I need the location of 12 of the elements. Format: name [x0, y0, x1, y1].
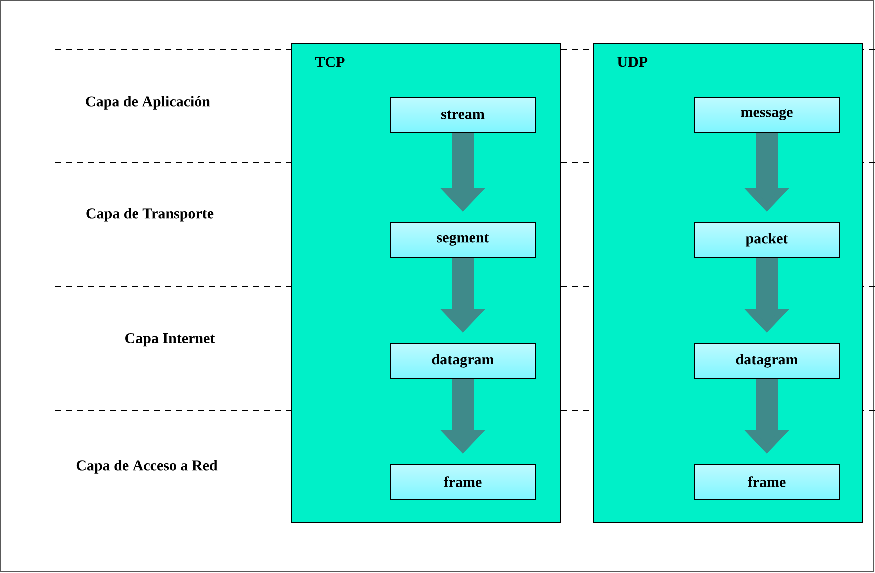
data-unit-box: packet — [694, 222, 840, 258]
layer-label: Capa de Aplicación — [86, 96, 210, 110]
data-unit-box: frame — [390, 464, 536, 500]
data-unit-box: frame — [694, 464, 840, 500]
data-unit-box: segment — [390, 222, 536, 258]
layer-label: Capa de Acceso a Red — [76, 460, 218, 474]
layer-label: Capa Internet — [126, 333, 216, 347]
data-unit-box: datagram — [390, 343, 536, 379]
data-unit-box: datagram — [694, 343, 840, 379]
layer-label: Capa de Transporte — [86, 208, 214, 222]
data-unit-box: stream — [390, 97, 536, 133]
data-unit-box: message — [694, 97, 840, 133]
